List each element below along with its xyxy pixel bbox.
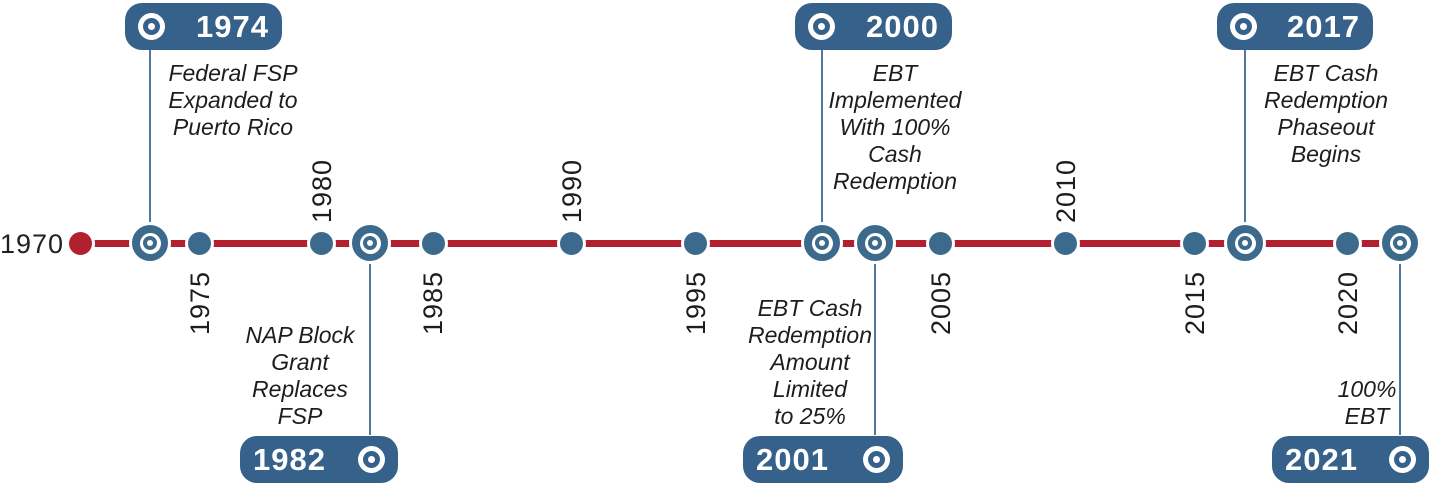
tick-dot-1980 <box>307 229 336 258</box>
badge-2001: 2001 <box>743 436 903 483</box>
event-marker-2001 <box>854 222 896 264</box>
connector-1982 <box>369 243 371 435</box>
badge-year: 2017 <box>1287 8 1360 44</box>
badge-year: 2021 <box>1285 441 1358 477</box>
bullseye-icon <box>863 446 890 473</box>
badge-year: 2000 <box>866 8 939 44</box>
event-marker-2017 <box>1224 222 1266 264</box>
tick-dot-2015 <box>1180 229 1209 258</box>
badge-1982: 1982 <box>240 436 398 483</box>
connector-2017 <box>1244 50 1246 243</box>
badge-2000: 2000 <box>795 3 952 50</box>
event-description-2001: EBT Cash Redemption Amount Limited to 25… <box>747 295 873 429</box>
start-dot-1970 <box>66 229 95 258</box>
bullseye-icon <box>1389 446 1416 473</box>
bullseye-icon <box>808 13 835 40</box>
bullseye-icon <box>864 232 886 254</box>
event-description-2017: EBT Cash Redemption Phaseout Begins <box>1263 60 1389 167</box>
badge-1974: 1974 <box>125 3 282 50</box>
tick-dot-1990 <box>557 229 586 258</box>
badge-year: 1982 <box>253 441 326 477</box>
connector-2000 <box>821 50 823 243</box>
tick-dot-1995 <box>681 229 710 258</box>
connector-1974 <box>149 50 151 243</box>
event-marker-1974 <box>129 222 171 264</box>
timeline-start-label: 1970 <box>0 229 65 259</box>
tick-label-2020: 2020 <box>1332 270 1363 336</box>
tick-dot-2010 <box>1051 229 1080 258</box>
event-description-1982: NAP Block Grant Replaces FSP <box>245 322 355 429</box>
tick-dot-2020 <box>1333 229 1362 258</box>
bullseye-icon <box>358 446 385 473</box>
connector-2001 <box>874 243 876 435</box>
badge-2021: 2021 <box>1272 436 1429 483</box>
badge-year: 1974 <box>196 8 269 44</box>
event-marker-1982 <box>349 222 391 264</box>
bullseye-icon <box>1234 232 1256 254</box>
tick-dot-1985 <box>419 229 448 258</box>
badge-year: 2001 <box>756 441 829 477</box>
event-description-2000: EBT Implemented With 100% Cash Redemptio… <box>828 60 962 194</box>
event-description-2021: 100% EBT <box>1337 376 1397 429</box>
bullseye-icon <box>1389 232 1411 254</box>
connector-2021 <box>1399 243 1401 435</box>
event-marker-2021 <box>1379 222 1421 264</box>
tick-dot-1975 <box>185 229 214 258</box>
event-description-1974: Federal FSP Expanded to Puerto Rico <box>168 60 298 140</box>
tick-label-2015: 2015 <box>1179 270 1210 336</box>
tick-label-1985: 1985 <box>417 270 448 336</box>
bullseye-icon <box>139 232 161 254</box>
event-marker-2000 <box>801 222 843 264</box>
tick-dot-2005 <box>926 229 955 258</box>
bullseye-icon <box>1230 13 1257 40</box>
bullseye-icon <box>811 232 833 254</box>
tick-label-2005: 2005 <box>925 270 956 336</box>
bullseye-icon <box>359 232 381 254</box>
bullseye-icon <box>138 13 165 40</box>
badge-2017: 2017 <box>1217 3 1373 50</box>
timeline-line <box>80 240 1400 247</box>
